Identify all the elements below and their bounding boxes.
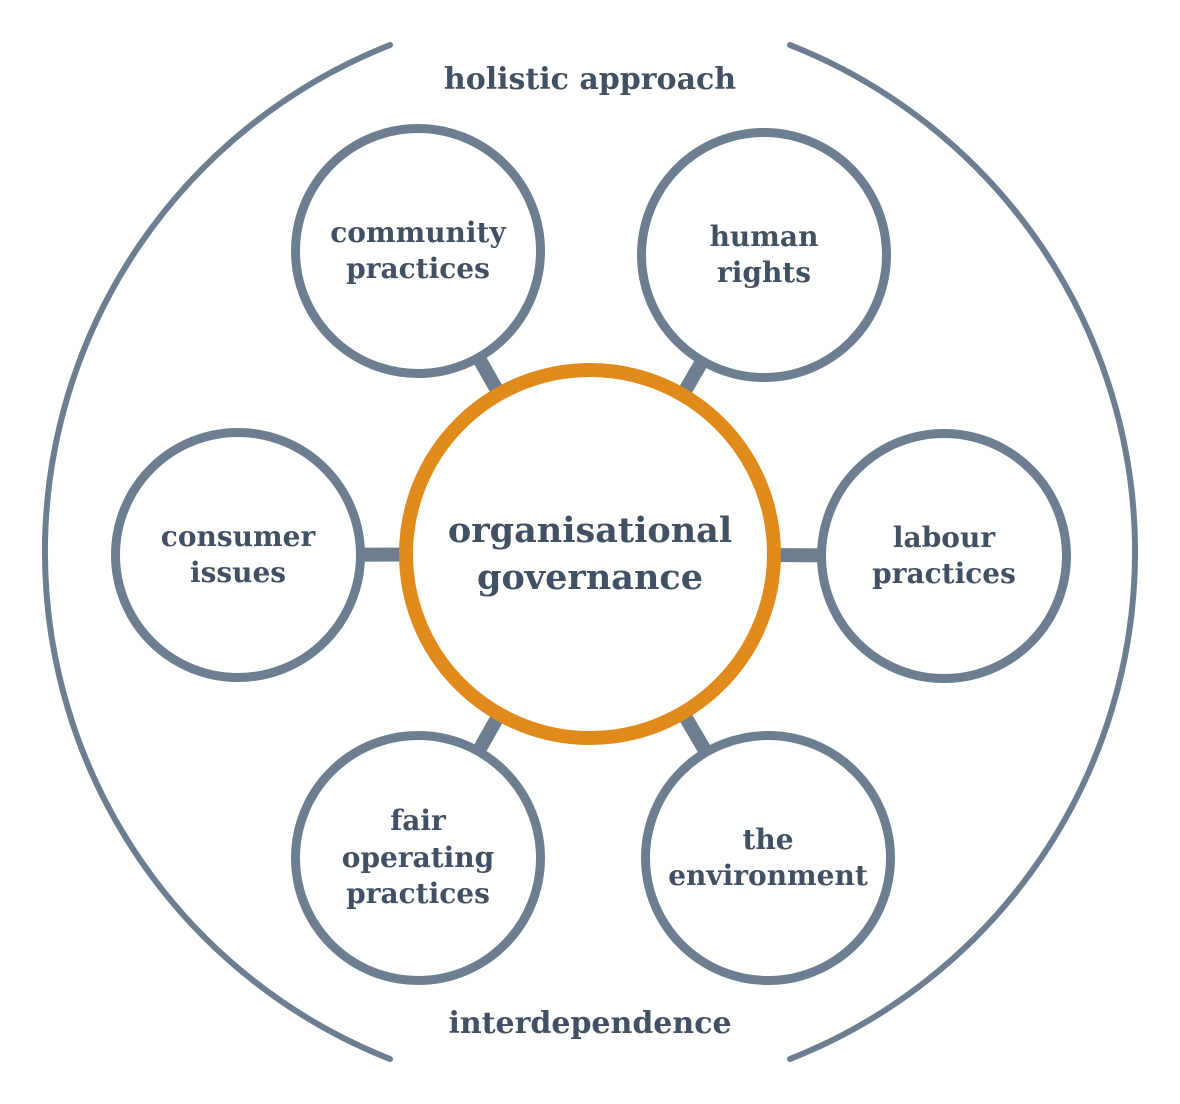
node-label-line: rights bbox=[716, 256, 812, 289]
node-label-line: human bbox=[709, 219, 819, 253]
node-label-line: operating bbox=[341, 840, 495, 874]
node-labour-practices: labour practices bbox=[817, 429, 1071, 683]
node-label-line: issues bbox=[189, 556, 287, 589]
center-label-line: organisational bbox=[447, 509, 733, 551]
node-label-line: practices bbox=[346, 252, 490, 285]
node-label-line: practices bbox=[346, 877, 490, 911]
node-the-environment: the environment bbox=[641, 731, 895, 985]
node-fair-operating-practices: fair operating practices bbox=[291, 731, 545, 985]
node-label-line: environment bbox=[668, 859, 868, 892]
node-label-line: the bbox=[742, 822, 794, 856]
node-label-line: community bbox=[330, 215, 506, 249]
center-label-line: governance bbox=[476, 557, 703, 598]
outer-label-interdependence: interdependence bbox=[448, 1006, 732, 1041]
node-label-line: consumer bbox=[160, 519, 316, 553]
node-community-practices: community practices bbox=[291, 124, 545, 378]
node-organisational-governance: organisational governance bbox=[399, 363, 781, 745]
outer-label-holistic-approach: holistic approach bbox=[443, 62, 737, 97]
node-label-line: practices bbox=[872, 557, 1016, 590]
outer-arc-right bbox=[787, 42, 1138, 1062]
node-label-line: labour bbox=[892, 520, 996, 554]
outer-arc-left bbox=[42, 42, 393, 1062]
node-consumer-issues: consumer issues bbox=[111, 428, 365, 682]
node-human-rights: human rights bbox=[637, 128, 891, 382]
node-label-line: fair bbox=[390, 804, 446, 838]
